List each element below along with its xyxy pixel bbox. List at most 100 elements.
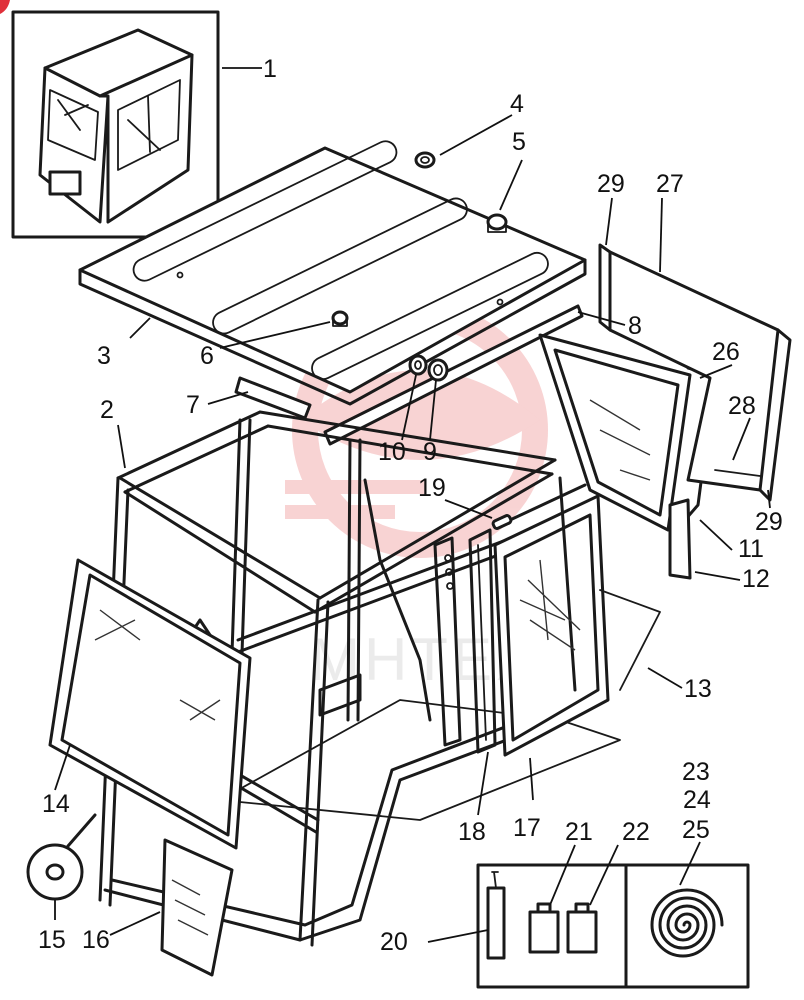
bottle-21-cap <box>536 902 552 914</box>
side-panel-edge <box>758 328 792 502</box>
roof-rib-3 <box>311 251 549 381</box>
floor-box <box>318 673 362 717</box>
callout-8: 8 <box>628 312 642 340</box>
inset-windows <box>47 79 181 171</box>
callout-28: 28 <box>728 392 756 420</box>
inset-cracks <box>57 99 161 151</box>
plug-5 <box>486 213 508 233</box>
inset-frame <box>11 10 220 239</box>
floor-plate <box>219 699 621 821</box>
callout-12: 12 <box>742 565 770 593</box>
callout-18: 18 <box>458 818 486 846</box>
frame-top-back <box>258 410 557 476</box>
door-17-inner <box>503 513 600 742</box>
callout-17: 17 <box>513 814 541 842</box>
callout-21: 21 <box>565 818 593 846</box>
roof-edge <box>78 258 587 406</box>
floor-front <box>103 718 562 942</box>
windscreen-glass-lines <box>94 609 221 721</box>
leader-lines <box>54 67 771 943</box>
corner-mark <box>0 0 10 14</box>
bottle-22-cap <box>574 902 590 914</box>
watermark-bar-1 <box>285 480 425 494</box>
seal-18 <box>468 528 497 754</box>
roof-rib-2 <box>212 197 468 335</box>
callout-14: 14 <box>42 790 70 818</box>
rear-window-frame <box>538 333 692 532</box>
roof-hole-1 <box>176 271 184 279</box>
door-17-glass <box>519 559 581 651</box>
callout-22: 22 <box>622 818 650 846</box>
hinge-holes <box>444 554 454 590</box>
rear-window-glass <box>589 399 651 481</box>
side-panel-27 <box>598 243 792 502</box>
latch-19 <box>491 514 513 530</box>
inset-cab-thumbnail <box>11 10 220 239</box>
bolt-15 <box>26 813 97 901</box>
callout-16: 16 <box>82 926 110 954</box>
post-front-right <box>298 598 330 947</box>
bushing-10 <box>408 354 428 376</box>
inset-panel <box>48 170 82 196</box>
inset-roof <box>43 28 194 98</box>
callout-9: 9 <box>423 438 437 466</box>
rear-window-26 <box>538 333 692 532</box>
frame-top-left <box>116 410 270 494</box>
panel-16-frame <box>160 838 234 977</box>
bolt-15-circle <box>26 843 84 901</box>
windscreen-frame <box>48 558 252 850</box>
side-panel-flange <box>598 243 612 332</box>
callout-5: 5 <box>512 128 526 156</box>
sealant-nozzle-20 <box>491 871 499 889</box>
floor-mat-13 <box>599 589 661 691</box>
kit-box <box>476 863 750 989</box>
callout-25: 25 <box>682 816 710 844</box>
plug-6 <box>331 310 349 327</box>
hinge-strip <box>433 536 462 747</box>
door-17-back-frame <box>508 476 587 692</box>
callout-6: 6 <box>200 342 214 370</box>
callout-26: 26 <box>712 338 740 366</box>
callout-3: 3 <box>97 342 111 370</box>
bushing-9 <box>427 358 449 382</box>
inset-body <box>38 53 194 224</box>
callout-4: 4 <box>510 90 524 118</box>
roof-rib-1 <box>132 140 398 282</box>
bolt-15-pointer <box>66 813 97 848</box>
callout-2: 2 <box>100 396 114 424</box>
door-17 <box>493 476 610 757</box>
callout-20: 20 <box>380 928 408 956</box>
frame-top-front <box>118 476 322 614</box>
seal-roll-25 <box>650 888 724 958</box>
callout-19: 19 <box>418 474 446 502</box>
roof-hole-2 <box>496 298 504 306</box>
sealant-tube-20 <box>486 886 506 960</box>
side-panel-lip <box>714 469 761 477</box>
callout-27: 27 <box>656 170 684 198</box>
nut-4 <box>414 151 436 169</box>
brace-side <box>363 478 432 722</box>
callout-13: 13 <box>684 675 712 703</box>
windscreen-inner <box>60 573 242 837</box>
callout-29-bottom: 29 <box>755 508 783 536</box>
lower-panel-16 <box>160 838 234 977</box>
bottle-21 <box>528 910 560 954</box>
callout-11: 11 <box>738 535 764 563</box>
kit-box-right <box>624 863 750 989</box>
callout-23: 23 <box>682 758 710 786</box>
roof-panel <box>78 140 587 406</box>
strip-8 <box>323 304 584 446</box>
callout-24: 24 <box>683 786 711 814</box>
callout-10: 10 <box>378 438 406 466</box>
wedge-12 <box>668 498 692 580</box>
callout-1: 1 <box>263 55 277 83</box>
front-windscreen-14 <box>48 558 252 850</box>
watermark-bar-2 <box>285 505 395 519</box>
post-rear-right <box>346 438 362 722</box>
callout-15: 15 <box>38 926 66 954</box>
rear-window-inner <box>553 348 680 517</box>
callout-29-top: 29 <box>597 170 625 198</box>
seal-18-inner <box>477 544 487 741</box>
panel-16-lines <box>171 879 209 936</box>
